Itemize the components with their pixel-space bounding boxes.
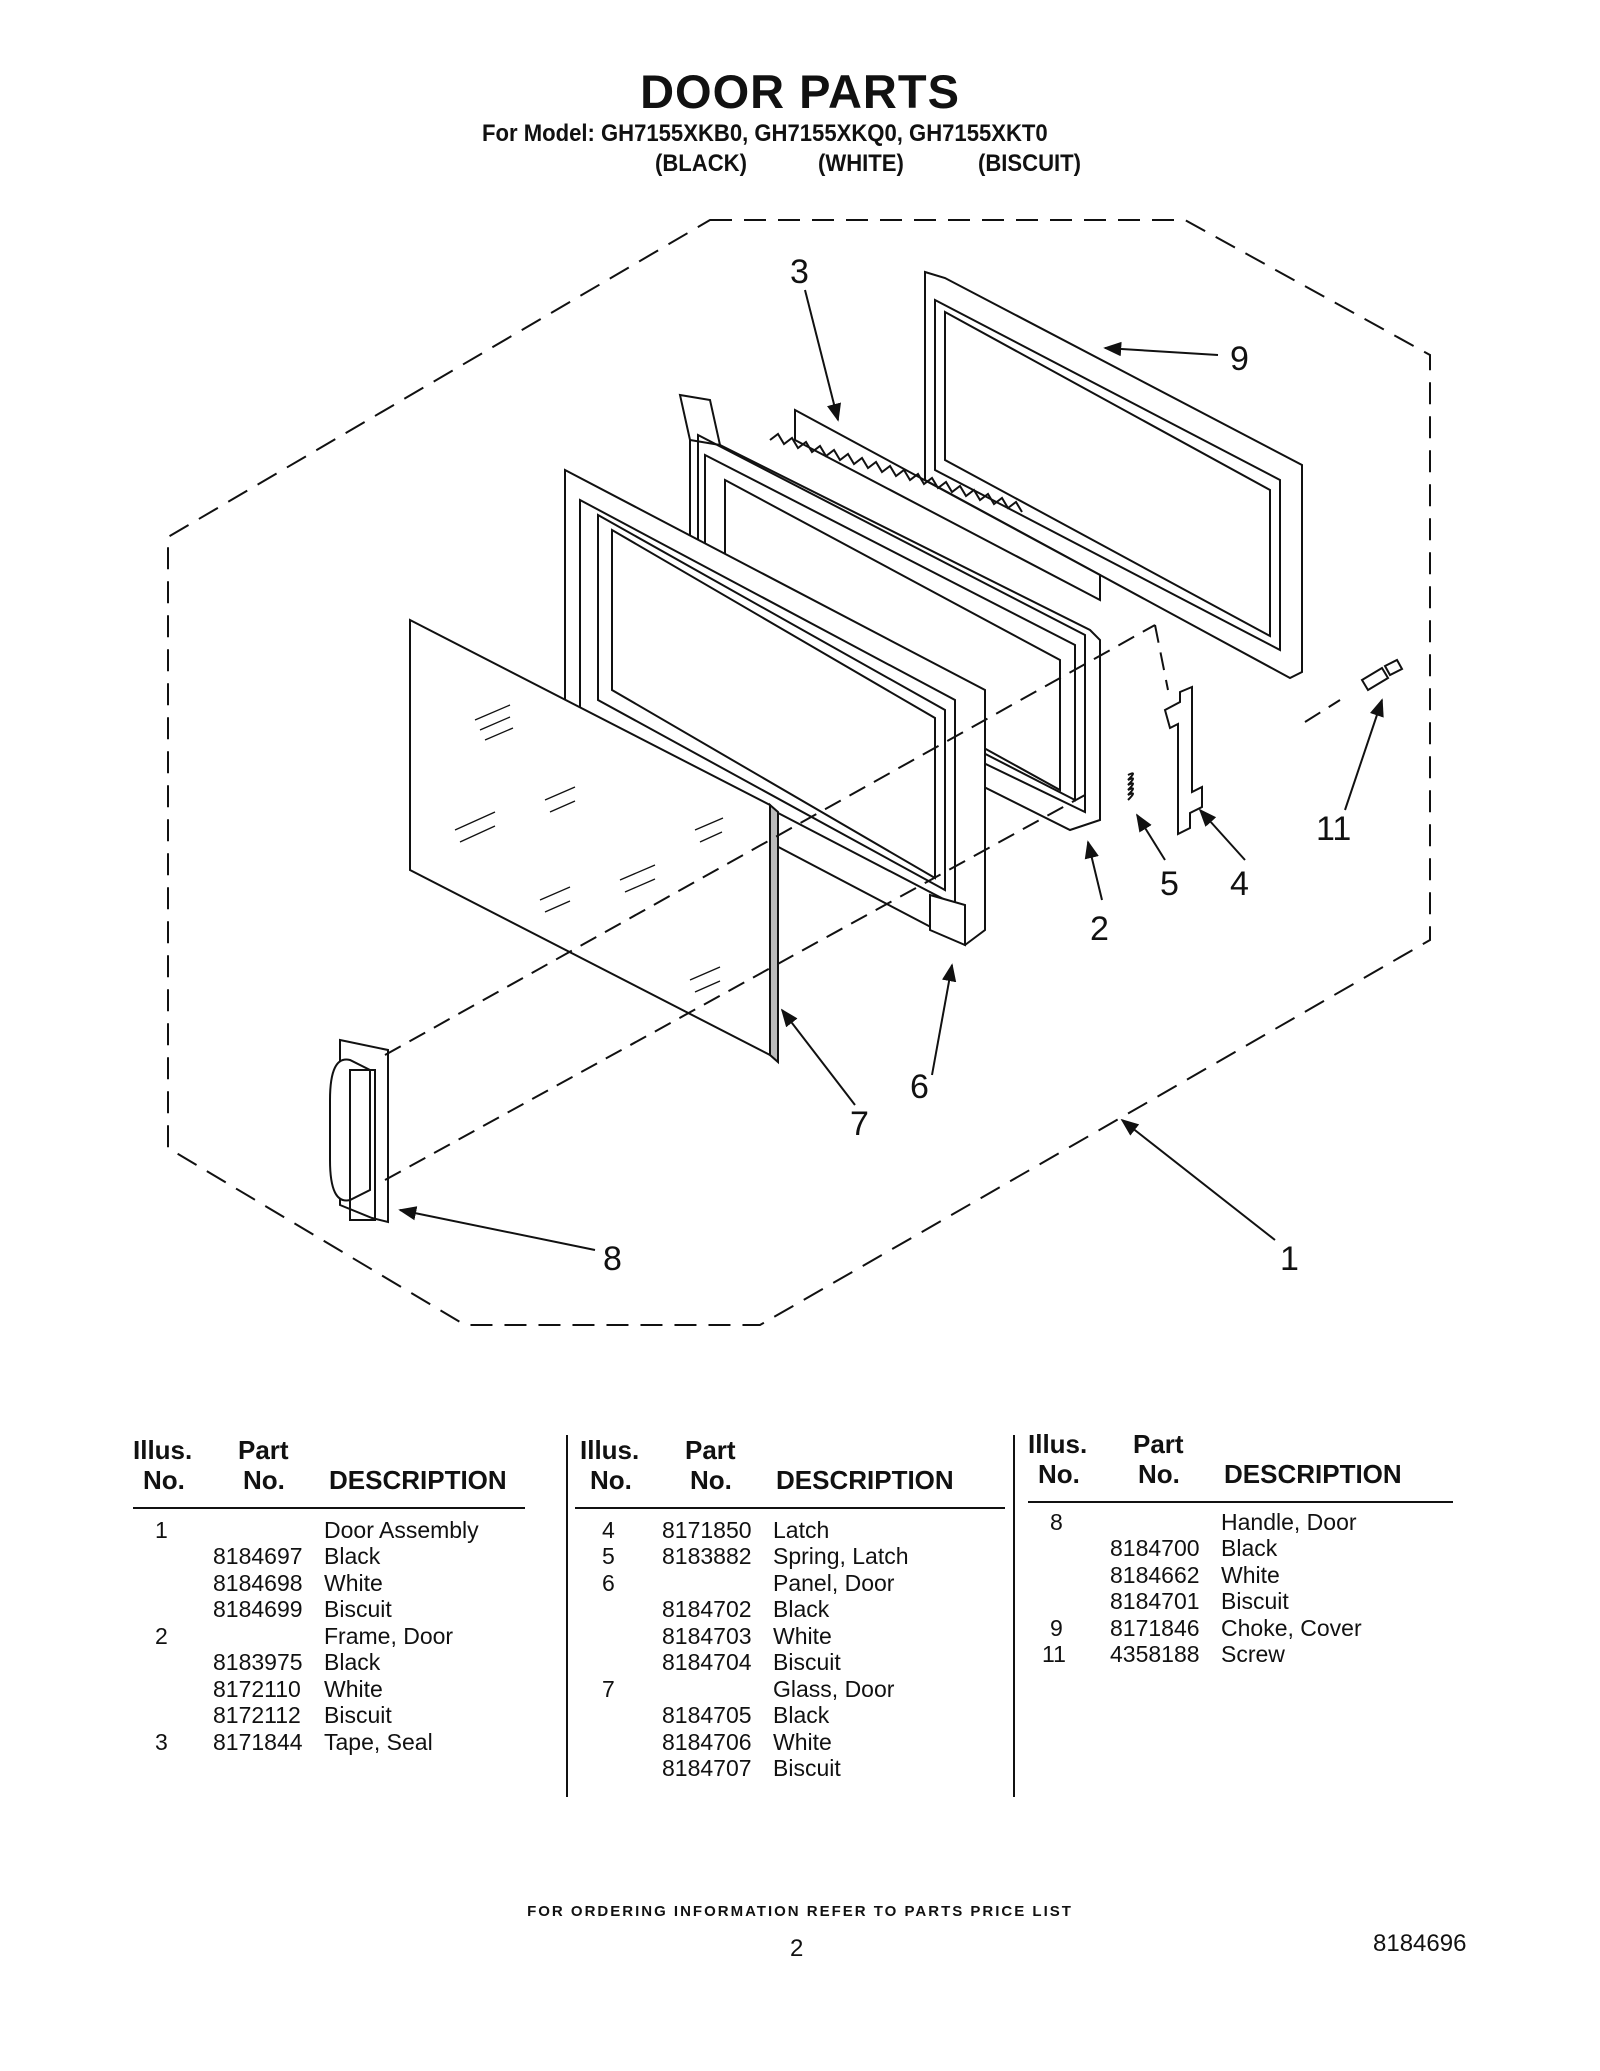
parts-table-2: Illus. No. Part No. DESCRIPTION xyxy=(575,1435,1012,1511)
parts-table-3: Illus. No. Part No. DESCRIPTION xyxy=(1028,1429,1460,1511)
document-number: 8184696 xyxy=(1373,1930,1467,1957)
callout-1: 1 xyxy=(1280,1240,1299,1278)
door-glass-part xyxy=(409,618,779,1065)
leader-9 xyxy=(1103,341,1219,357)
callout-7: 7 xyxy=(850,1105,869,1143)
model-subtitle: For Model: GH7155XKB0, GH7155XKQ0, GH715… xyxy=(482,120,1048,147)
callout-2: 2 xyxy=(1090,910,1109,948)
leader-4 xyxy=(1198,808,1246,861)
callout-3: 3 xyxy=(790,253,809,291)
variant-biscuit: (BISCUIT) xyxy=(978,150,1082,177)
table-header: Illus. No. Part No. DESCRIPTION xyxy=(133,1435,531,1511)
column-divider xyxy=(1013,1435,1015,1797)
choke-cover-part xyxy=(924,270,1303,680)
table-header: Illus. No. Part No. DESCRIPTION xyxy=(575,1435,1012,1511)
door-handle-part xyxy=(329,1038,389,1224)
leader-1 xyxy=(1120,1118,1276,1241)
exploded-parts-diagram: 3 9 11 5 4 2 6 7 8 1 xyxy=(167,219,1431,1326)
leader-8 xyxy=(398,1206,596,1251)
variant-black: (BLACK) xyxy=(655,150,747,177)
leader-11 xyxy=(1344,698,1384,811)
seal-tape-part xyxy=(769,408,1101,602)
parts-table-1: Illus. No. Part No. DESCRIPTION xyxy=(133,1435,531,1511)
table-header: Illus. No. Part No. DESCRIPTION xyxy=(1028,1429,1460,1505)
latch-part xyxy=(1163,685,1203,836)
callout-8: 8 xyxy=(603,1240,622,1278)
door-panel-part xyxy=(564,468,986,947)
leader-5 xyxy=(1136,813,1166,861)
leader-6 xyxy=(931,963,957,1076)
callout-4: 4 xyxy=(1230,865,1249,903)
callout-11: 11 xyxy=(1316,810,1351,848)
callout-9: 9 xyxy=(1230,340,1249,378)
column-divider xyxy=(566,1435,568,1797)
callout-5: 5 xyxy=(1160,865,1179,903)
leader-2 xyxy=(1084,840,1103,901)
leader-3 xyxy=(804,289,841,422)
page-number: 2 xyxy=(790,1935,804,1962)
callout-6: 6 xyxy=(910,1068,929,1106)
ordering-note: FOR ORDERING INFORMATION REFER TO PARTS … xyxy=(527,1903,1073,1920)
assembly-envelope xyxy=(167,219,1431,1326)
screw-part xyxy=(1360,658,1404,692)
leader-7 xyxy=(780,1008,856,1106)
page-title: DOOR PARTS xyxy=(640,65,960,118)
variant-white: (WHITE) xyxy=(818,150,904,177)
spring-part xyxy=(1127,772,1134,801)
